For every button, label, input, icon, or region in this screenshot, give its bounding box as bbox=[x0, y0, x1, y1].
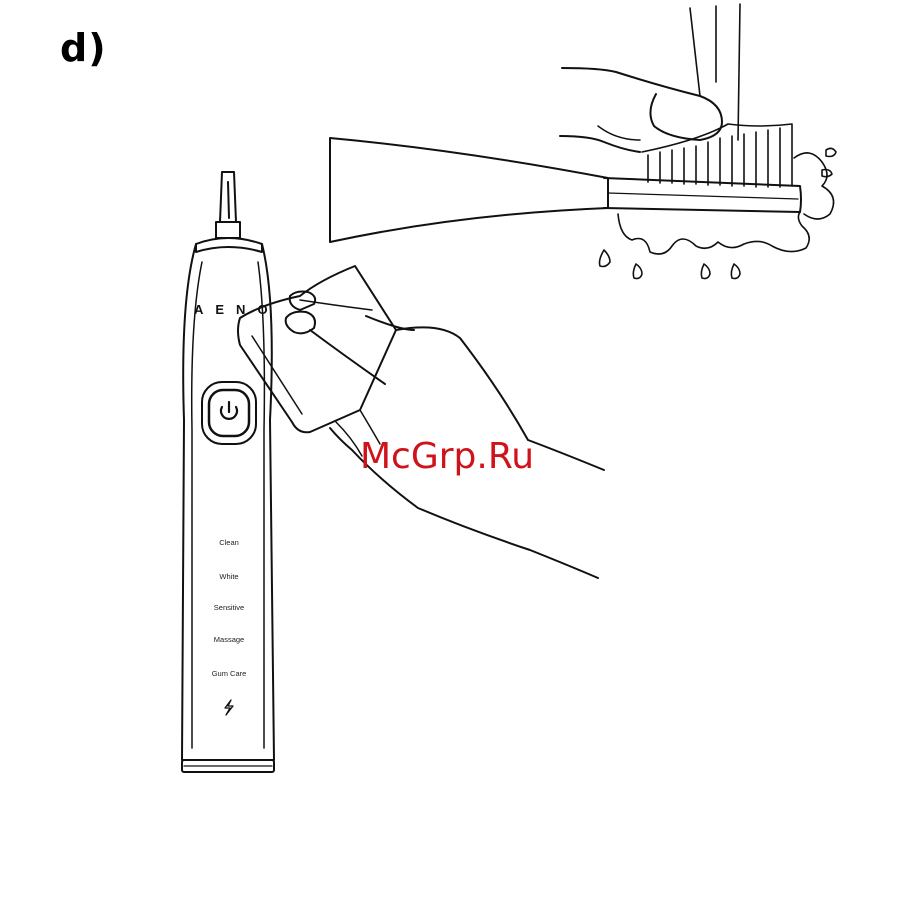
mode-label-massage: Massage bbox=[214, 635, 244, 644]
brush-head bbox=[330, 124, 801, 242]
mode-label-gum-care: Gum Care bbox=[212, 669, 247, 678]
mode-label-clean: Clean bbox=[219, 538, 239, 547]
mode-label-sensitive: Sensitive bbox=[214, 603, 244, 612]
water-stream bbox=[690, 4, 740, 140]
mode-labels: Clean White Sensitive Massage Gum Care bbox=[212, 538, 247, 678]
hand-with-cloth bbox=[238, 266, 604, 578]
power-button[interactable] bbox=[202, 382, 256, 444]
mode-label-white: White bbox=[219, 572, 238, 581]
water-splash bbox=[600, 148, 837, 278]
power-icon bbox=[221, 402, 237, 419]
watermark: McGrp.Ru bbox=[360, 436, 534, 477]
step-label: d) bbox=[60, 26, 107, 70]
lightning-icon bbox=[225, 700, 233, 715]
toothbrush-handle bbox=[182, 172, 274, 772]
